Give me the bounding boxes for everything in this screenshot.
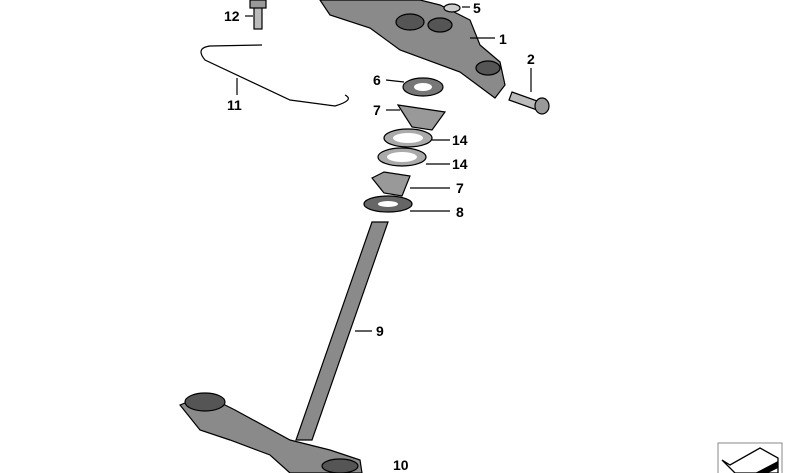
- bolt-12: [249, 0, 267, 30]
- callout-10: 10: [393, 457, 409, 473]
- catalog-logo-icon: [717, 442, 783, 473]
- callout-8: 8: [456, 204, 464, 220]
- callout-9: 9: [376, 323, 384, 339]
- lower-fork-bridge-10: [179, 394, 363, 473]
- steering-stem-9: [295, 221, 389, 441]
- leader-lines: [236, 6, 532, 332]
- callout-1: 1: [499, 31, 507, 47]
- upper-fork-bridge: [319, 0, 506, 99]
- bolt-2: [508, 91, 550, 115]
- callout-14b: 14: [452, 156, 468, 172]
- callout-5: 5: [473, 0, 481, 16]
- bearing-stack: [363, 77, 447, 213]
- washer-5: [443, 3, 461, 13]
- callout-7b: 7: [456, 180, 464, 196]
- callout-11: 11: [227, 97, 242, 113]
- callout-7a: 7: [373, 102, 381, 118]
- callout-6: 6: [373, 72, 381, 88]
- callout-14a: 14: [452, 132, 468, 148]
- callout-12: 12: [224, 8, 240, 24]
- callout-2: 2: [527, 51, 535, 67]
- wire-clip-11: [200, 44, 349, 107]
